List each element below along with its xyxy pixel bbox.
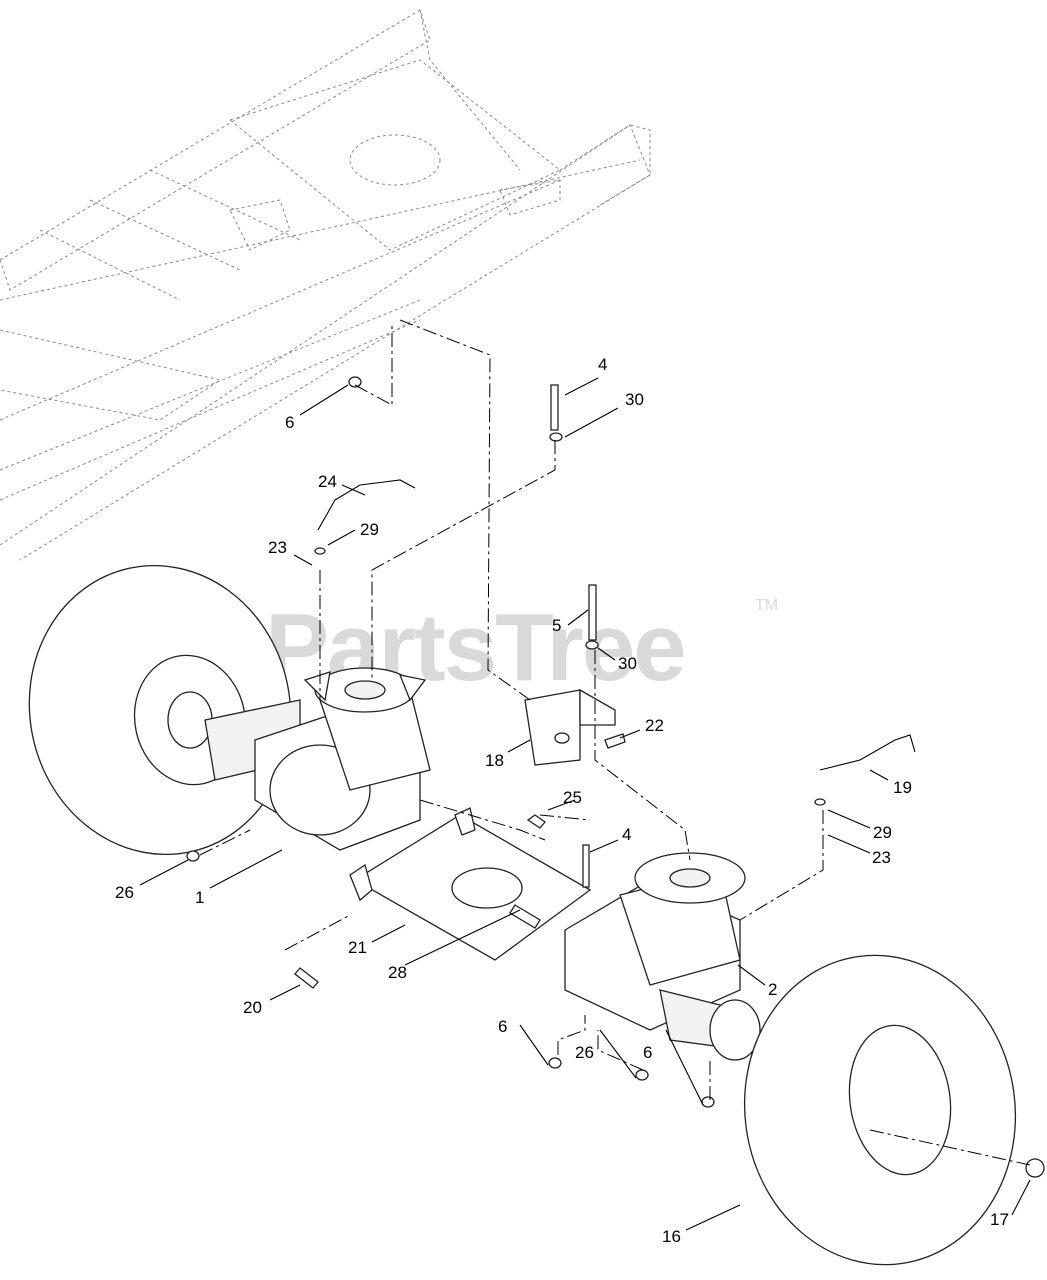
chassis-frame (0, 9, 651, 561)
callout-2: 2 (768, 980, 777, 999)
left-transaxle (204, 667, 431, 851)
callout-18: 18 (485, 751, 504, 770)
callout-19: 19 (893, 778, 912, 797)
callout-23b: 23 (872, 848, 891, 867)
callout-29a: 29 (360, 520, 379, 539)
callout-30b: 30 (618, 654, 637, 673)
assembly-lines (199, 319, 1031, 1166)
callout-5: 5 (552, 616, 561, 635)
right-transaxle (564, 852, 761, 1061)
callout-4b: 4 (622, 825, 631, 844)
callout-23a: 23 (268, 538, 287, 557)
callout-26b: 26 (575, 1043, 594, 1062)
callout-1: 1 (195, 888, 204, 907)
hardware (186, 376, 916, 1108)
callout-4a: 4 (598, 355, 607, 374)
callout-26a: 26 (115, 883, 134, 902)
callout-25: 25 (563, 788, 582, 807)
mounting-bracket (524, 688, 616, 766)
callout-22: 22 (645, 716, 664, 735)
callout-24: 24 (318, 472, 337, 491)
callout-17: 17 (990, 1210, 1009, 1229)
callout-28: 28 (388, 963, 407, 982)
callout-21: 21 (348, 938, 367, 957)
callout-6b: 6 (498, 1017, 507, 1036)
callout-6c: 6 (643, 1043, 652, 1062)
callout-20: 20 (243, 998, 262, 1017)
callout-6a: 6 (285, 413, 294, 432)
watermark-trademark: TM (755, 597, 778, 614)
right-tire (743, 954, 1045, 1266)
leader-lines (139, 377, 1031, 1231)
callout-16: 16 (662, 1227, 681, 1246)
callout-29b: 29 (873, 823, 892, 842)
callout-labels: 1 2 4 4 5 6 6 6 16 17 18 19 20 21 22 23 … (115, 355, 1009, 1246)
callout-30a: 30 (625, 390, 644, 409)
